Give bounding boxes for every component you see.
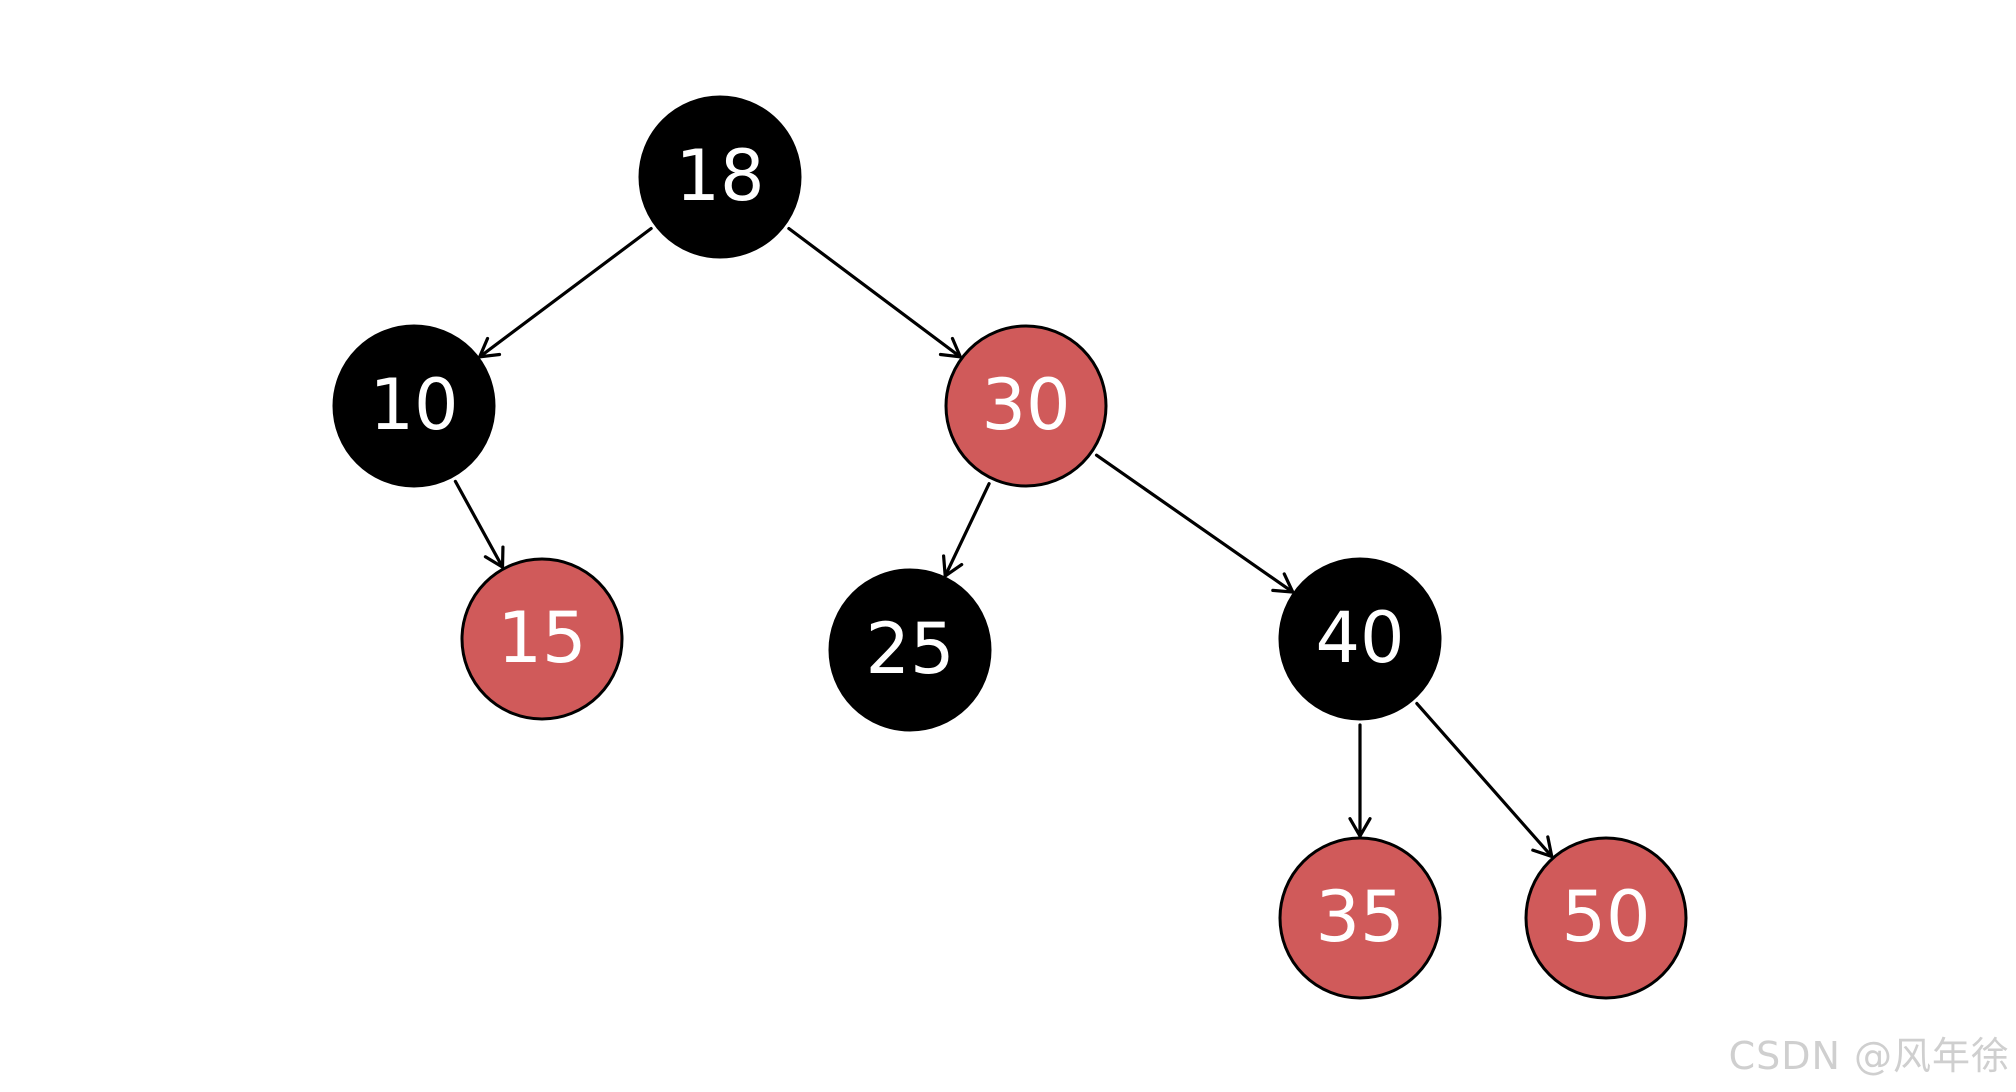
black-node-circle [638,95,802,259]
red-node-circle [944,324,1108,488]
tree-nodes: 18 10 30 15 25 40 35 50 [332,95,1688,1000]
tree-node-25: 25 [828,568,992,732]
tree-node-35: 35 [1278,836,1442,1000]
edge-line [1415,701,1554,859]
tree-node-50: 50 [1524,836,1688,1000]
arrowhead-icon [1271,572,1296,594]
arrowhead-icon [477,336,502,359]
tree-node-30: 30 [944,324,1108,488]
edge-line [478,226,653,359]
red-node-circle [1524,836,1688,1000]
edge-line [787,226,962,359]
node-label: 18 [675,135,764,217]
tree-node-18: 18 [638,95,802,259]
red-node-circle [1278,836,1442,1000]
arrowhead-icon [483,545,505,570]
red-node-circle [460,557,624,721]
node-label: 30 [981,364,1070,446]
edge-line [1094,453,1295,594]
black-node-circle [332,324,496,488]
edge-line [453,479,505,569]
tree-edges [453,226,1554,859]
node-label: 40 [1315,597,1404,679]
node-label: 15 [497,597,586,679]
edge-18-30 [787,226,963,359]
edge-line [943,482,991,578]
edge-30-40 [1094,453,1296,594]
node-label: 25 [865,608,954,690]
arrowhead-icon [1348,817,1372,840]
tree-node-10: 10 [332,324,496,488]
edge-40-50 [1415,701,1554,859]
node-label: 10 [369,364,458,446]
node-label: 35 [1315,876,1404,958]
black-node-circle [828,568,992,732]
tree-node-40: 40 [1278,557,1442,721]
tree-node-15: 15 [460,557,624,721]
edge-30-25 [942,482,991,579]
arrowhead-icon [1531,835,1554,859]
arrowhead-icon [942,554,964,579]
node-label: 50 [1561,876,1650,958]
edge-40-35 [1348,723,1372,840]
watermark-text: CSDN @风年徐 [1728,1034,2010,1078]
edge-10-15 [453,479,505,570]
black-node-circle [1278,557,1442,721]
edge-18-10 [477,226,653,359]
arrowhead-icon [938,336,963,359]
